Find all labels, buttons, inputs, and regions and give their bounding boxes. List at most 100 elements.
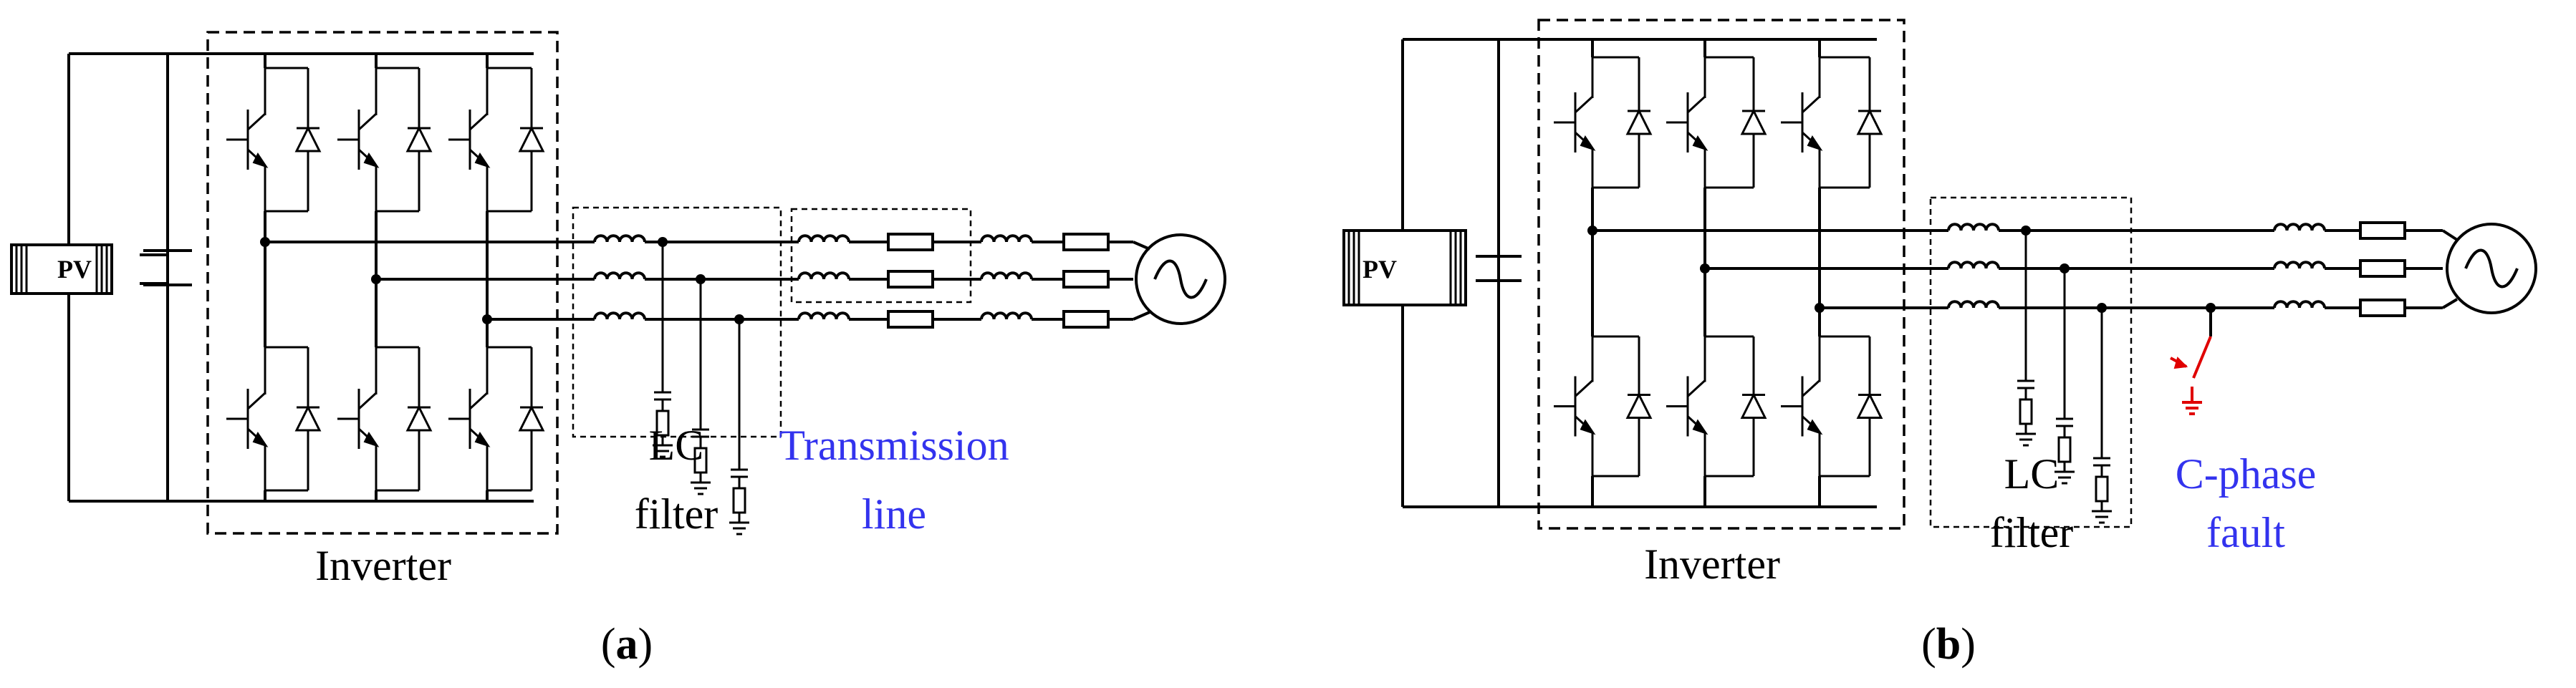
lc-filter-boundary <box>1929 196 2133 528</box>
inductor-symbol <box>593 234 646 243</box>
diode-triangle <box>405 125 433 152</box>
wire <box>2441 229 2459 241</box>
emitter-arrow <box>1692 419 1708 435</box>
inductor-symbol <box>980 271 1033 280</box>
wire <box>1133 241 1150 251</box>
emitter-arrow <box>1807 135 1823 151</box>
inductor-symbol <box>980 311 1033 320</box>
filter-capacitor-branch <box>2016 231 2036 447</box>
fault-arrow-head <box>2173 357 2188 369</box>
igbt-collector <box>1686 379 1706 397</box>
igbt-switch <box>1554 56 1653 189</box>
filter-capacitor-branch <box>729 319 749 536</box>
diode-triangle <box>518 404 545 432</box>
inductor-symbol <box>2273 261 2326 269</box>
igbt-switch <box>1781 335 1883 478</box>
igbt-collector <box>468 112 489 131</box>
diode-triangle <box>294 404 322 432</box>
inductor-symbol <box>797 271 850 280</box>
diode-triangle <box>1625 108 1653 135</box>
diode-triangle <box>405 404 433 432</box>
igbt-collector <box>1574 379 1594 397</box>
inverter-label-a: Inverter <box>315 542 451 589</box>
lc-filter-label-b-line1: LC <box>2004 450 2060 498</box>
panel-a-circuit <box>10 31 1226 536</box>
caption-a-letter: a <box>616 620 638 669</box>
diode-triangle <box>518 125 545 152</box>
resistor-symbol <box>2359 221 2406 240</box>
diode-triangle <box>1856 108 1883 135</box>
damping-resistor <box>2095 475 2109 503</box>
igbt-switch <box>448 346 545 492</box>
emitter-arrow <box>474 432 491 447</box>
igbt-switch <box>226 67 322 213</box>
diode-triangle <box>1740 392 1767 419</box>
resistor-symbol <box>1062 233 1110 251</box>
transmission-line-label-line1: Transmission <box>779 422 1009 469</box>
igbt-switch <box>1781 56 1883 189</box>
resistor-symbol <box>1062 310 1110 329</box>
fault-label-line2: fault <box>2206 509 2285 556</box>
transmission-line-label-line2: line <box>862 490 926 538</box>
igbt-collector <box>357 392 378 410</box>
inductor-symbol <box>1947 300 2000 309</box>
wire <box>1133 311 1150 321</box>
inductor-symbol <box>797 311 850 320</box>
inductor-symbol <box>593 271 646 280</box>
emitter-arrow <box>363 432 380 447</box>
resistor-symbol <box>2359 299 2406 317</box>
igbt-switch <box>337 67 433 213</box>
damping-resistor <box>732 487 746 514</box>
panel-b-circuit <box>1342 19 2537 530</box>
fault-label-line1: C-phase <box>2176 450 2317 498</box>
damping-resistor <box>2019 398 2033 425</box>
caption-b: (b) <box>1921 620 1976 669</box>
igbt-collector <box>468 392 489 410</box>
inductor-symbol <box>593 311 646 320</box>
inductor-symbol <box>2273 300 2326 309</box>
pv-panel-outline <box>10 243 113 295</box>
emitter-arrow <box>1580 135 1596 151</box>
igbt-collector <box>1801 95 1821 114</box>
diode-triangle <box>1625 392 1653 419</box>
filter-capacitor-branch <box>653 242 673 458</box>
caption-a-close: ) <box>638 620 653 669</box>
inverter-label-b: Inverter <box>1644 541 1780 588</box>
igbt-collector <box>357 112 378 131</box>
caption-a: (a) <box>601 620 653 669</box>
emitter-arrow <box>252 152 269 168</box>
igbt-switch <box>226 346 322 492</box>
inductor-symbol <box>2273 223 2326 231</box>
lc-filter-label-a-line2: filter <box>635 490 719 538</box>
pv-label-a: PV <box>57 255 92 284</box>
circuit-drawing <box>10 19 2537 536</box>
filter-capacitor-branch <box>2054 268 2075 485</box>
igbt-collector <box>246 392 266 410</box>
igbt-switch <box>448 67 545 213</box>
emitter-arrow <box>363 152 380 168</box>
igbt-switch <box>337 346 433 492</box>
igbt-collector <box>1574 95 1594 114</box>
pv-label-b: PV <box>1363 255 1397 284</box>
c-phase-fault-branch <box>2170 303 2216 415</box>
lc-filter-label-b-line2: filter <box>1990 509 2074 556</box>
diode-triangle <box>1856 392 1883 419</box>
resistor-symbol <box>887 310 934 329</box>
pv-panel-outline <box>1342 229 1467 306</box>
wire <box>2441 298 2459 309</box>
ac-grid-source <box>1135 233 1226 325</box>
inverter-boundary <box>206 31 559 535</box>
resistor-symbol <box>887 233 934 251</box>
emitter-arrow <box>1807 419 1823 435</box>
resistor-symbol <box>1062 270 1110 289</box>
filter-capacitor-branch <box>2092 308 2112 524</box>
inductor-symbol <box>1947 223 2000 231</box>
sine-wave-icon <box>2464 248 2519 289</box>
igbt-switch <box>1666 335 1767 478</box>
inductor-symbol <box>980 234 1033 243</box>
damping-resistor <box>2057 436 2072 463</box>
lc-filter-label-a-line1: LC <box>649 422 704 469</box>
lc-filter-boundary <box>572 206 782 438</box>
